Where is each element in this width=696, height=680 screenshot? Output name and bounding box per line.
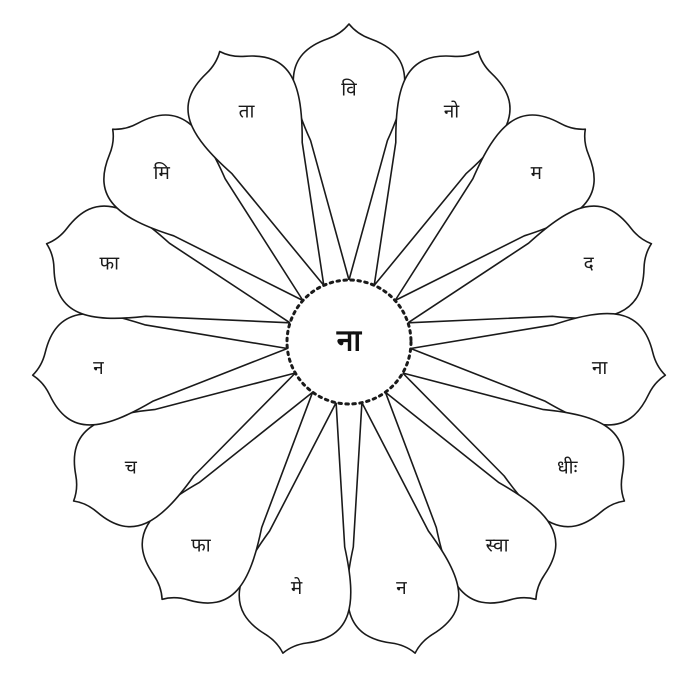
petal-syllable: फा — [191, 534, 212, 556]
petal-syllable: स्वा — [486, 534, 510, 556]
petal-syllable: न — [396, 577, 407, 599]
petal-syllable: न — [93, 357, 104, 379]
petal-syllable: नो — [444, 99, 461, 122]
petal-syllable: फा — [100, 253, 121, 275]
petal-syllable: च — [125, 457, 138, 479]
petal-syllable: वि — [341, 78, 357, 101]
petal-syllable: मे — [291, 576, 303, 599]
petal-syllable: मि — [154, 161, 171, 184]
petal-syllable: म — [531, 162, 543, 184]
petal-syllable: द — [584, 253, 595, 275]
petal-syllable: ना — [592, 357, 609, 379]
petal-syllable: ता — [239, 100, 256, 122]
petal-syllable: धीः — [557, 456, 579, 479]
center-syllable: ना — [336, 324, 363, 359]
